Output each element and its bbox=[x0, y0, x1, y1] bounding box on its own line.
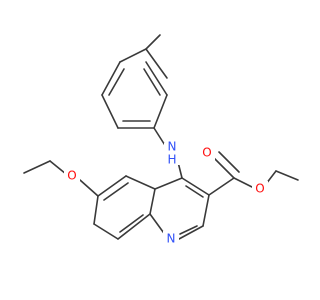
bond bbox=[125, 175, 156, 190]
amine-nitrogen-label: N bbox=[168, 140, 177, 154]
bond bbox=[101, 94, 119, 129]
bond bbox=[233, 177, 253, 188]
bond bbox=[213, 157, 235, 179]
bond bbox=[154, 177, 183, 190]
bond bbox=[145, 48, 168, 79]
bond bbox=[117, 213, 151, 240]
bond bbox=[23, 160, 51, 174]
bond bbox=[185, 185, 204, 198]
bond bbox=[275, 170, 299, 181]
bond bbox=[181, 177, 210, 196]
bond bbox=[218, 151, 240, 173]
bond bbox=[208, 177, 235, 196]
bond bbox=[49, 160, 67, 175]
bond bbox=[108, 68, 125, 96]
bond bbox=[93, 195, 99, 225]
molecule-canvas: N H N O O O bbox=[23, 34, 299, 247]
bond bbox=[119, 48, 147, 63]
bond bbox=[179, 225, 198, 235]
ring-nitrogen-label: N bbox=[167, 232, 176, 246]
bond bbox=[97, 175, 127, 197]
ester-oxygen-label: O bbox=[255, 182, 264, 196]
bond bbox=[145, 61, 168, 96]
bond bbox=[101, 61, 121, 96]
atom-labels: N H N O O O bbox=[64, 140, 268, 247]
bond bbox=[119, 214, 144, 233]
molecule-structure: N H N O O O bbox=[23, 34, 299, 247]
ether-oxygen-label: O bbox=[67, 169, 76, 183]
carbonyl-oxygen-label: O bbox=[202, 146, 211, 160]
bond bbox=[103, 182, 129, 201]
bond bbox=[93, 223, 119, 240]
bond bbox=[153, 94, 168, 129]
amine-hydrogen-label: H bbox=[167, 153, 176, 167]
bonds bbox=[23, 34, 299, 240]
bond bbox=[145, 34, 161, 50]
bond bbox=[79, 179, 99, 197]
bond bbox=[178, 225, 204, 240]
bond bbox=[202, 194, 210, 227]
bond bbox=[143, 68, 161, 96]
bond bbox=[149, 188, 156, 215]
